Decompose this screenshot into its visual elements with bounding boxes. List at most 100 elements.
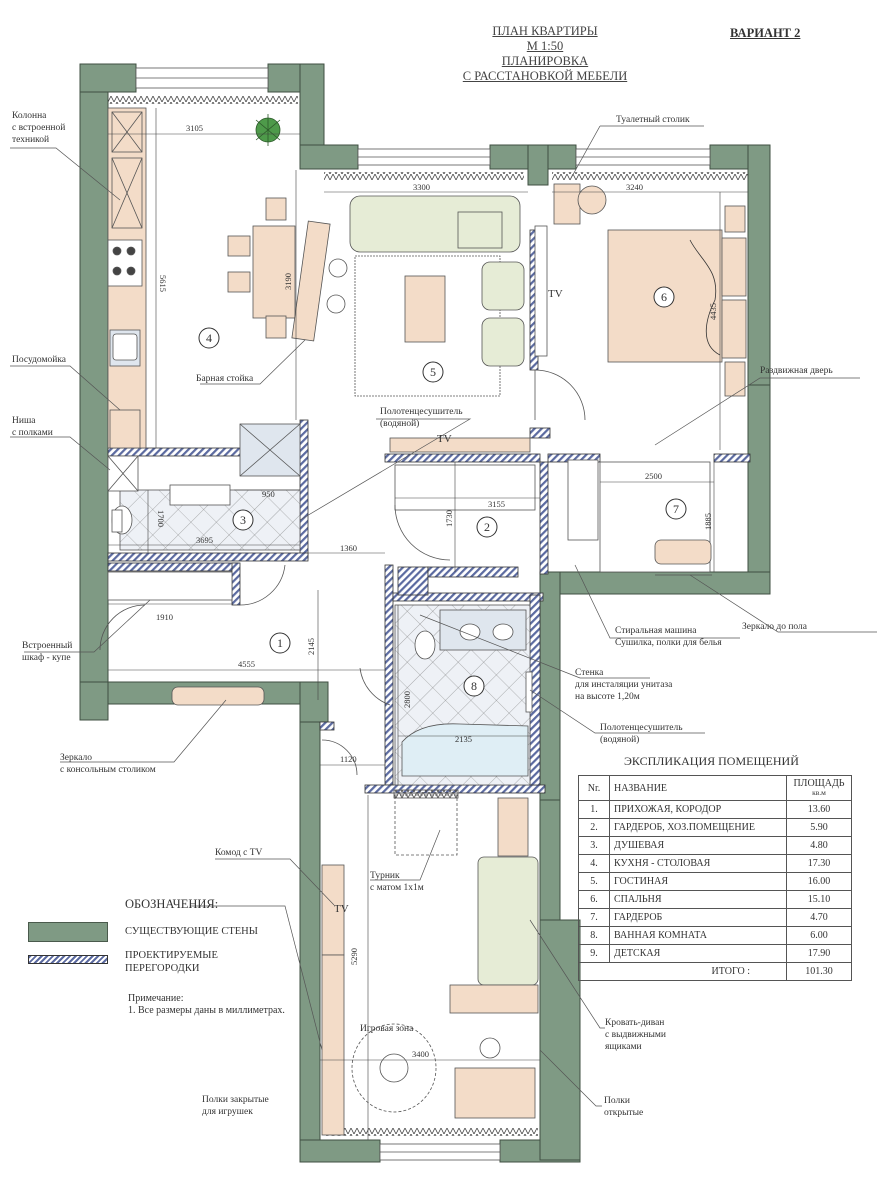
dim-5290: 5290 [349,948,359,965]
room-4-number: 4 [206,331,212,345]
dim-2500: 2500 [645,471,662,481]
dim-950: 950 [262,489,275,499]
hall-furniture [99,564,286,706]
row-nr: 6. [578,890,610,909]
dim-3190: 3190 [283,273,293,290]
label-towel2-1: Полотенцесушитель [600,723,683,733]
label-column-2: с встроенной [12,122,65,133]
total-value: 101.30 [786,962,852,981]
row-area: 5.90 [786,818,852,837]
row-nr: 8. [578,926,610,945]
row-name: КУХНЯ - СТОЛОВАЯ [609,854,787,873]
row-nr: 5. [578,872,610,891]
dressing-room [599,461,712,576]
dim-3155: 3155 [488,499,505,509]
legend-walls-label: СУЩЕСТВУЮЩИЕ СТЕНЫ [125,926,258,937]
legend-title: ОБОЗНАЧЕНИЯ: [125,897,219,911]
dim-3240: 3240 [626,182,643,192]
explication-table: Nr. НАЗВАНИЕ ПЛОЩАДЬ кв.м 1.ПРИХОЖАЯ, КО… [578,775,852,981]
explication-title: ЭКСПЛИКАЦИЯ ПОМЕЩЕНИЙ [624,754,799,768]
label-bar: Барная стойка [196,373,254,384]
dim-5615: 5615 [158,275,168,292]
label-shelves-open-2: открытые [604,1108,643,1118]
col-area-label: ПЛОЩАДЬ [793,778,845,789]
room-markers: 1 2 3 4 5 6 7 8 [198,286,687,697]
row-name: ПРИХОЖАЯ, КОРОДОР [609,800,787,819]
label-tv-kids: TV [334,903,349,915]
legend-partitions-1: ПРОЕКТИРУЕМЫЕ [125,950,218,961]
row-name: ГАРДЕРОБ, ХОЗ.ПОМЕЩЕНИЕ [609,818,787,837]
row-nr: 1. [578,800,610,819]
dim-3105: 3105 [186,123,203,133]
label-wardrobe-2: шкаф - купе [22,652,71,663]
label-towel1-2: (водяной) [380,418,419,429]
label-mirror-floor: Зеркало до пола [742,622,808,632]
note-title: Примечание: [128,993,184,1004]
kids-room [321,739,539,1136]
room-5-number: 5 [430,365,436,379]
dim-1120: 1120 [340,754,357,764]
row-name: ГОСТИНАЯ [609,872,787,891]
label-towel2-2: (водяной) [600,734,639,745]
row-name: ДУШЕВАЯ [609,836,787,855]
label-niche-1: Ниша [12,416,36,426]
legend-wall-swatch [28,922,108,942]
dimension-lines [108,108,748,1140]
row-area: 4.80 [786,836,852,855]
label-bar-2: с матом 1х1м [370,883,424,893]
row-nr: 4. [578,854,610,873]
col-name: НАЗВАНИЕ [609,775,787,801]
room-8-number: 8 [471,679,477,693]
curtains [108,96,748,1136]
dim-1700: 1700 [156,510,166,527]
dim-1885: 1885 [703,513,713,530]
label-bed-sofa-3: ящиками [605,1042,642,1052]
row-area: 13.60 [786,800,852,819]
bathroom [359,604,533,786]
plan-title-line3: ПЛАНИРОВКА [501,54,589,68]
total-row: ИТОГО : 101.30 [578,962,852,981]
label-wardrobe-1: Встроенный [22,640,72,651]
label-dresser-tv: Комод с TV [215,848,263,858]
windows [135,67,711,1161]
legend-partition-swatch [28,955,108,964]
label-mirror-console-2: с консольным столиком [60,765,156,775]
total-label: ИТОГО : [578,962,787,981]
partitions [107,229,751,794]
room-7-number: 7 [673,502,679,516]
variant-label: ВАРИАНТ 2 [730,26,801,40]
dim-1360: 1360 [340,543,357,553]
col-area-unit: кв.м [812,788,826,797]
dim-3400: 3400 [412,1049,429,1059]
row-area: 17.30 [786,854,852,873]
note: Примечание: 1. Все размеры даны в миллим… [128,993,285,1017]
dim-4435: 4435 [708,303,718,320]
label-bed-sofa-1: Кровать-диван [605,1018,664,1028]
label-shelves-closed-2: для игрушек [202,1107,253,1117]
plan-title: ПЛАН КВАРТИРЫ М 1:50 ПЛАНИРОВКА С РАССТА… [450,24,640,84]
callout-labels: Колонна с встроенной техникой Посудомойк… [12,111,833,1118]
dim-2800: 2800 [402,691,412,708]
leader-lines [10,125,877,1107]
dimension-texts: 3105 5615 3190 3300 3240 4435 2500 1885 … [156,123,718,1059]
dim-3300: 3300 [413,182,430,192]
row-nr: 9. [578,944,610,963]
dim-2135: 2135 [455,734,472,744]
dim-4555: 4555 [238,659,255,669]
label-mirror-console-1: Зеркало [60,753,92,763]
room-3-number: 3 [240,513,246,527]
label-dryer: Сушилка, полки для белья [615,637,722,648]
row-nr: 2. [578,818,610,837]
legend-partitions-2: ПЕРЕГОРОДКИ [125,963,200,974]
dim-2145: 2145 [306,638,316,655]
dim-1730: 1730 [444,510,454,527]
label-towel1-1: Полотенцесушитель [380,407,463,417]
label-shelves-open-1: Полки [604,1096,630,1106]
wardrobe-room [389,437,536,561]
living-furniture [349,195,586,421]
room-6-number: 6 [661,290,667,304]
